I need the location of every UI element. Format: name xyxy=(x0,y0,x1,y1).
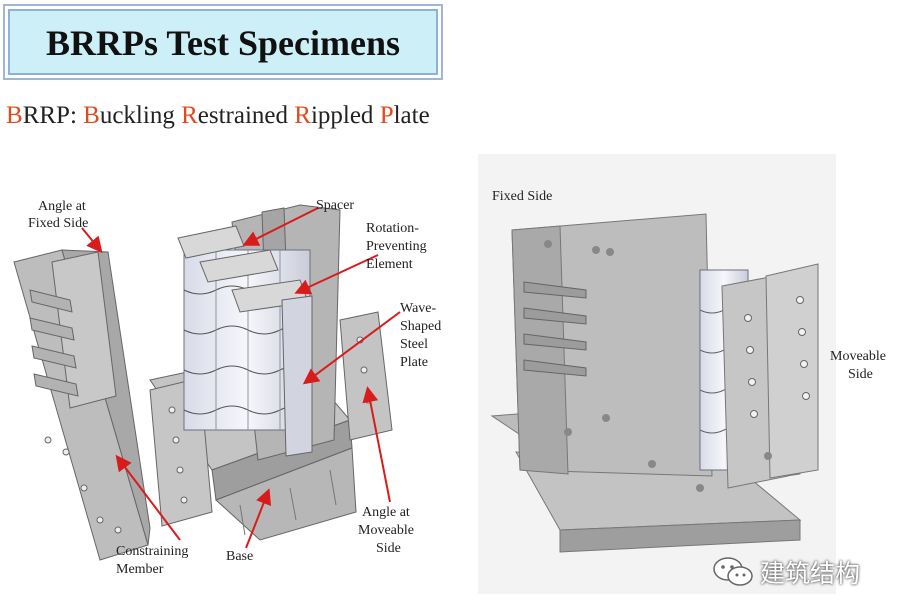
label-moveable-1: Moveable xyxy=(830,349,886,364)
subtitle-part: P xyxy=(379,102,394,129)
label-wave-4: Plate xyxy=(400,355,428,370)
subtitle-part: uckling xyxy=(99,102,182,129)
label-angle-moveable-2: Moveable xyxy=(358,523,414,538)
label-spacer: Spacer xyxy=(316,198,355,213)
wechat-icon xyxy=(713,557,753,586)
watermark-text: 建筑结构 xyxy=(760,559,861,588)
subtitle-part: R xyxy=(181,102,198,129)
label-constraining-1: Constraining xyxy=(116,544,189,559)
subtitle-part: R xyxy=(294,102,311,129)
subtitle: BRRP: Buckling Restrained Rippled Plate xyxy=(6,102,430,130)
angle-fixed-side xyxy=(29,251,117,409)
watermark: 建筑结构 xyxy=(712,554,860,590)
subtitle-part: RRP: xyxy=(22,102,84,129)
label-wave-3: Steel xyxy=(400,337,428,352)
spacer xyxy=(177,225,309,313)
subtitle-part: estrained xyxy=(197,102,295,129)
rendered-specimen xyxy=(490,213,819,553)
label-angle-fixed-2: Fixed Side xyxy=(28,216,89,231)
label-wave-1: Wave- xyxy=(400,301,437,316)
label-rotation-1: Rotation- xyxy=(366,221,419,236)
label-angle-moveable-1: Angle at xyxy=(362,505,410,520)
subtitle-part: B xyxy=(83,102,100,129)
label-angle-fixed-1: Angle at xyxy=(38,199,86,214)
label-angle-moveable-3: Side xyxy=(376,541,401,556)
label-moveable-2: Side xyxy=(848,367,873,382)
annotation-arrows xyxy=(81,207,401,549)
page-title: BRRPs Test Specimens xyxy=(45,23,401,63)
subtitle-part: ippled xyxy=(310,102,380,129)
label-rotation-3: Element xyxy=(366,257,413,272)
subtitle-part: B xyxy=(6,102,23,129)
label-constraining-2: Member xyxy=(116,562,164,577)
label-fixed-side: Fixed Side xyxy=(492,189,553,204)
subtitle-part: late xyxy=(393,102,430,129)
label-wave-2: Shaped xyxy=(400,319,442,334)
title-box: BRRPs Test Specimens xyxy=(3,4,443,80)
label-base: Base xyxy=(226,549,254,564)
label-rotation-2: Preventing xyxy=(366,239,427,254)
